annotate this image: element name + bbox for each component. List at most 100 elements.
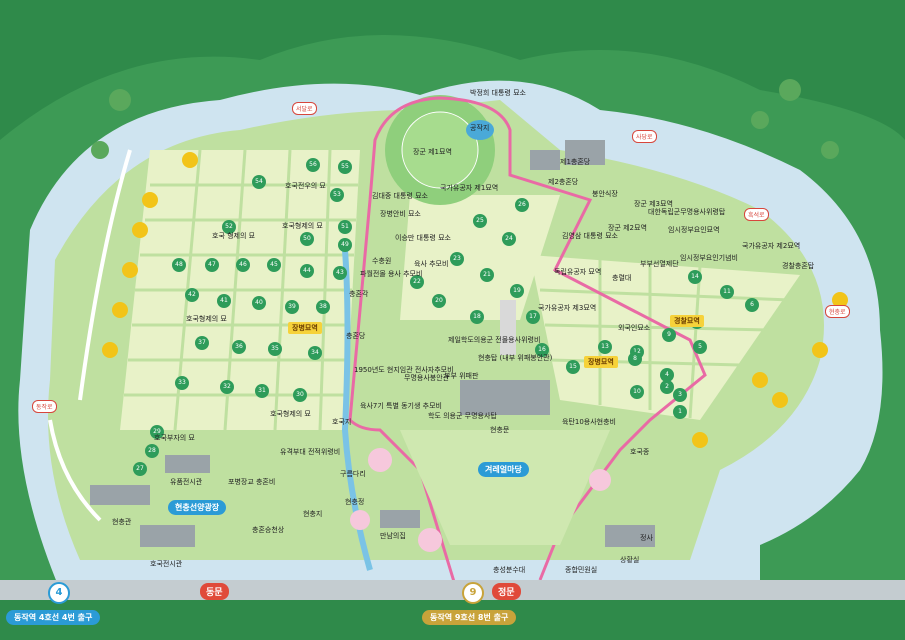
section-marker[interactable]: 10 [630, 385, 644, 399]
brothers-tomb-3-label[interactable]: 호국형제의 묘 [186, 315, 227, 323]
section-marker[interactable]: 23 [450, 252, 464, 266]
gate-1950-label[interactable]: 1950년도 현지임관 전사자추모비 [354, 366, 454, 374]
section-marker[interactable]: 47 [205, 258, 219, 272]
section-marker[interactable]: 40 [252, 296, 266, 310]
section-marker[interactable]: 14 [688, 270, 702, 284]
suchungwon-label[interactable]: 수충원 [372, 257, 392, 265]
section-marker[interactable]: 43 [333, 266, 347, 280]
nameless-label[interactable]: 무명용사봉안관 [404, 374, 450, 382]
section-marker[interactable]: 53 [330, 188, 344, 202]
section-marker[interactable]: 21 [480, 268, 494, 282]
foreigners-label[interactable]: 외국인묘소 [618, 324, 651, 332]
two-seven-label[interactable]: 육사7기 특별 동기생 추모비 [360, 402, 442, 410]
soldiers-tomb-label[interactable]: 장병안비 묘소 [380, 210, 421, 218]
merit3-label[interactable]: 국가유공자 제3묘역 [538, 304, 597, 312]
section-marker[interactable]: 27 [133, 462, 147, 476]
section-marker[interactable]: 33 [175, 376, 189, 390]
section-marker[interactable]: 44 [300, 264, 314, 278]
bongan-label[interactable]: 봉안식장 [592, 190, 618, 198]
section-marker[interactable]: 55 [338, 160, 352, 174]
section-marker[interactable]: 35 [268, 342, 282, 356]
unknown-soldiers-label[interactable]: 제일학도의용군 전몰용사위령비 [448, 336, 541, 344]
bridge-label[interactable]: 구름다리 [340, 470, 366, 478]
kim-dae-jung-label[interactable]: 김대중 대통령 묘소 [372, 192, 428, 200]
generals1-label[interactable]: 장군 제1묘역 [413, 148, 452, 156]
section-marker[interactable]: 26 [515, 198, 529, 212]
east-gate[interactable]: 동문 [200, 583, 229, 600]
chunghon-statue-label[interactable]: 충혼당 [346, 332, 366, 340]
section-marker[interactable]: 36 [232, 340, 246, 354]
section-marker[interactable]: 34 [308, 346, 322, 360]
section-marker[interactable]: 17 [526, 310, 540, 324]
memorial-pavilion-label[interactable]: 현충관 [112, 518, 132, 526]
situation-room-label[interactable]: 상황실 [620, 556, 640, 564]
chungchoon-label[interactable]: 충혼승천상 [252, 526, 285, 534]
line9-exit-label[interactable]: 동작역 9호선 8번 출구 [422, 610, 517, 625]
special-forces-label[interactable]: 유격부대 전적위령비 [280, 448, 341, 456]
student-soldiers-label[interactable]: 학도 의용군 무명용사탑 [428, 412, 497, 420]
section-marker[interactable]: 5 [693, 340, 707, 354]
police-monument-label[interactable]: 경찰충혼탑 [782, 262, 815, 270]
fountain-label[interactable]: 충성분수대 [493, 566, 526, 574]
hyeonchung-plaza-label[interactable]: 현충선양광장 [168, 500, 227, 515]
section-marker[interactable]: 9 [662, 328, 676, 342]
brothers-tomb-label[interactable]: 호국형제의 묘 [270, 410, 311, 418]
section-marker[interactable]: 15 [566, 360, 580, 374]
hospitality-label[interactable]: 종합민원실 [565, 566, 598, 574]
section-marker[interactable]: 24 [502, 232, 516, 246]
section-marker[interactable]: 56 [306, 158, 320, 172]
troops-label[interactable]: 포병장교 충혼비 [228, 478, 276, 486]
hyeonchungji-label[interactable]: 현충지 [303, 510, 323, 518]
section-marker[interactable]: 54 [252, 175, 266, 189]
section-marker[interactable]: 2 [660, 380, 674, 394]
section-marker[interactable]: 29 [150, 425, 164, 439]
sangmo-label[interactable]: 육사 추모비 [414, 260, 449, 268]
chunghon-hall1-label[interactable]: 제1충혼당 [560, 158, 591, 166]
chunghon-hall2-label[interactable]: 제2충혼당 [548, 178, 579, 186]
section-marker[interactable]: 49 [338, 238, 352, 252]
section-marker[interactable]: 28 [145, 444, 159, 458]
section-marker[interactable]: 31 [255, 384, 269, 398]
yumul-label[interactable]: 유품전시관 [170, 478, 203, 486]
section-marker[interactable]: 6 [745, 298, 759, 312]
park-chung-hee-tomb-label[interactable]: 박정희 대통령 묘소 [470, 89, 526, 97]
section-marker[interactable]: 25 [473, 214, 487, 228]
independence-label[interactable]: 독립유공자 묘역 [554, 268, 602, 276]
section-marker[interactable]: 32 [220, 380, 234, 394]
chunghon-monument-label[interactable]: 충렬대 [612, 274, 632, 282]
section-marker[interactable]: 1 [673, 405, 687, 419]
section-marker[interactable]: 18 [470, 310, 484, 324]
section-marker[interactable]: 42 [185, 288, 199, 302]
merit2-label[interactable]: 국가유공자 제2묘역 [742, 242, 801, 250]
main-gate[interactable]: 정문 [492, 583, 521, 600]
merit1-label[interactable]: 국가유공자 제1묘역 [440, 184, 499, 192]
section-marker[interactable]: 3 [673, 388, 687, 402]
couples-label[interactable]: 부부선열제단 [640, 260, 679, 268]
hoguk-label[interactable]: 호국지 [332, 418, 352, 426]
chunghon-gate-label[interactable]: 현충문 [490, 426, 510, 434]
hyeonchungjeong-label[interactable]: 현충정 [345, 498, 365, 506]
section-marker[interactable]: 39 [285, 300, 299, 314]
provisional-memorial-label[interactable]: 임시정부요인기념비 [680, 254, 738, 262]
gemal-madang-label[interactable]: 겨레얼마당 [478, 462, 529, 477]
generals2-label[interactable]: 장군 제2묘역 [608, 224, 647, 232]
line4-exit-label[interactable]: 동작역 4호선 4번 출구 [6, 610, 101, 625]
parent-child-tomb-label[interactable]: 호국부자의 묘 [154, 434, 195, 442]
generals3-label[interactable]: 장군 제3묘역 [634, 200, 673, 208]
section-marker[interactable]: 13 [598, 340, 612, 354]
brothers-tomb-2-label[interactable]: 호국 형제의 묘 [212, 232, 256, 240]
provisional-gov-label[interactable]: 임시정부요인묘역 [668, 226, 720, 234]
mannam-label[interactable]: 만남의집 [380, 532, 406, 540]
exhibition-label[interactable]: 호국전시관 [150, 560, 183, 568]
brothers-tomb-4-label[interactable]: 호국형제의 묘 [282, 222, 323, 230]
buddhist-label[interactable]: 부부 위패판 [444, 372, 479, 380]
vietnam-memorial-label[interactable]: 파월전몰 용사 추모비 [360, 270, 423, 278]
section-marker[interactable]: 41 [217, 294, 231, 308]
section-marker[interactable]: 30 [293, 388, 307, 402]
section-marker[interactable]: 22 [410, 275, 424, 289]
section-marker[interactable]: 19 [510, 284, 524, 298]
korea-war-label[interactable]: 육탄10용사현충비 [562, 418, 616, 426]
section-marker[interactable]: 37 [195, 336, 209, 350]
section-marker[interactable]: 16 [535, 343, 549, 357]
special-merit-label[interactable]: 대한독립군무명용사위령탑 [648, 208, 726, 216]
